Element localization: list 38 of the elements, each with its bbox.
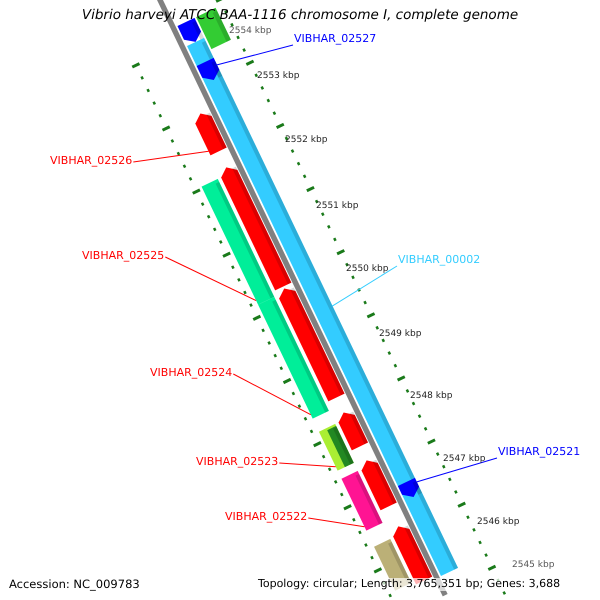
scale-label: 2549 kbp xyxy=(379,329,422,340)
leader-line xyxy=(164,256,257,302)
gene-block xyxy=(195,112,227,156)
gene-label: VIBHAR_02523 xyxy=(196,456,278,469)
scale-label: 2550 kbp xyxy=(346,264,388,274)
scale-label: 2552 kbp xyxy=(285,135,328,146)
leader-line xyxy=(416,458,498,482)
gene-label: VIBHAR_02521 xyxy=(498,446,580,459)
gene-block xyxy=(196,58,222,80)
gene-block xyxy=(338,412,368,450)
gene-label: VIBHAR_02527 xyxy=(294,33,376,46)
scale-label: 2545 kbp xyxy=(512,560,554,570)
scale-label: 2548 kbp xyxy=(410,391,452,402)
scale-label: 2553 kbp xyxy=(257,71,300,82)
gene-block xyxy=(202,178,274,305)
scale-label: 2551 kbp xyxy=(316,201,358,212)
gene-block xyxy=(341,470,383,531)
leader-line xyxy=(132,150,210,162)
gene-label: VIBHAR_02526 xyxy=(50,155,132,168)
genome-summary-text: Topology: circular; Length: 3,765,351 bp; Genes: 3,688 xyxy=(256,578,562,591)
gene-label: VIBHAR_02522 xyxy=(225,511,308,524)
accession-text: Accession: NC_009783 xyxy=(9,578,140,592)
gene-block xyxy=(398,478,422,497)
gene-block xyxy=(362,460,397,510)
gene-label: VIBHAR_02524 xyxy=(150,367,232,380)
scale-label: 2554 kbp xyxy=(229,26,272,36)
leader-line xyxy=(216,44,294,66)
leader-line xyxy=(232,374,312,416)
leader-line xyxy=(308,518,365,528)
leader-line xyxy=(332,266,398,306)
gene-block xyxy=(279,288,345,402)
gene-label: VIBHAR_02525 xyxy=(82,250,164,263)
gene-block xyxy=(221,166,292,290)
gene-label: VIBHAR_00002 xyxy=(398,254,480,267)
gene-block xyxy=(177,18,204,42)
scale-label: 2546 kbp xyxy=(477,517,520,528)
scale-label: 2547 kbp xyxy=(443,454,486,464)
gene-block xyxy=(258,296,329,419)
